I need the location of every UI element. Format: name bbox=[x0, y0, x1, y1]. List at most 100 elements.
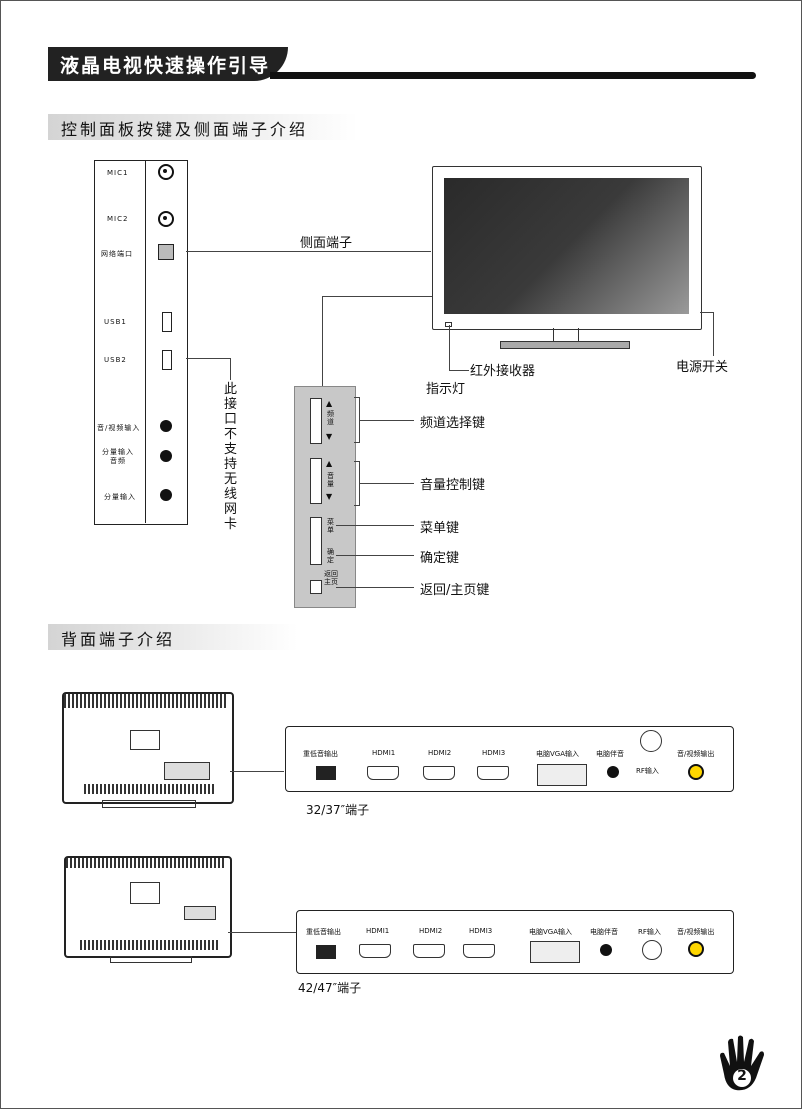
back-home-button[interactable] bbox=[310, 580, 322, 594]
menu-ok-button[interactable] bbox=[310, 517, 322, 565]
hdmi1-42-port-icon bbox=[359, 944, 391, 958]
hdmi3-42-port-icon bbox=[463, 944, 495, 958]
label-sub-out: 重低音输出 bbox=[303, 750, 338, 758]
rear-tv-42-vents-bottom bbox=[80, 940, 220, 950]
label-vga-42: 电脑VGA输入 bbox=[529, 928, 573, 936]
label-ok: 确定 bbox=[327, 548, 334, 564]
section-title: 控制面板按键及侧面端子介绍 bbox=[61, 120, 309, 139]
ethernet-port-icon bbox=[158, 244, 174, 260]
back-leader bbox=[336, 587, 414, 588]
ch-brace-top bbox=[354, 397, 360, 398]
tv-stand-neck bbox=[553, 328, 579, 342]
rear-tv-42-mount bbox=[130, 882, 160, 904]
pc-audio-jack bbox=[607, 766, 619, 778]
channel-up-icon: ▲ bbox=[326, 399, 333, 408]
panel-link-vert bbox=[322, 296, 323, 386]
label-menu: 菜单 bbox=[327, 518, 334, 534]
ir-sensor-icon bbox=[445, 322, 452, 327]
menu-leader bbox=[336, 525, 414, 526]
label-hdmi3: HDMI3 bbox=[482, 749, 506, 757]
usb1-port-icon bbox=[162, 312, 172, 332]
label-pc-audio-42: 电脑伴音 bbox=[590, 928, 618, 936]
power-line-h bbox=[700, 312, 713, 313]
caption-42: 42/47″端子 bbox=[298, 981, 362, 995]
volume-down-icon: ▼ bbox=[326, 492, 333, 501]
label-component-audio: 分量输入 音频 bbox=[102, 448, 134, 465]
rear-tv-32-stand bbox=[102, 800, 196, 808]
label-component-in: 分量输入 bbox=[104, 493, 136, 501]
ok-leader bbox=[336, 555, 414, 556]
vga-port-icon bbox=[537, 764, 587, 786]
section-control-panel: 控制面板按键及侧面端子介绍 bbox=[48, 114, 358, 140]
label-hdmi1: HDMI1 bbox=[372, 749, 396, 757]
side-terminal-line bbox=[186, 251, 431, 252]
label-av-out-42: 音/视频输出 bbox=[677, 928, 715, 936]
tv-stand-base bbox=[500, 341, 630, 349]
label-av-in: 音/视频输入 bbox=[97, 424, 141, 432]
rear-42-leader bbox=[228, 932, 296, 933]
component-audio-jack bbox=[160, 450, 172, 462]
label-pc-audio: 电脑伴音 bbox=[596, 750, 624, 758]
label-mic1: MIC1 bbox=[107, 169, 129, 177]
hdmi3-port-icon bbox=[477, 766, 509, 780]
panel-link-line bbox=[322, 296, 432, 297]
rear-tv-42-stand bbox=[110, 956, 192, 963]
label-channel-key: 频道选择键 bbox=[420, 416, 486, 431]
section-rear: 背面端子介绍 bbox=[48, 624, 298, 650]
rear-tv-42-port-area bbox=[184, 906, 216, 920]
label-channel: 频道 bbox=[327, 410, 334, 426]
label-hdmi2-42: HDMI2 bbox=[419, 927, 443, 935]
vga-42-port-icon bbox=[530, 941, 580, 963]
usb2-port-icon bbox=[162, 350, 172, 370]
av-in-jack bbox=[160, 420, 172, 432]
label-av-out: 音/视频输出 bbox=[677, 750, 715, 758]
label-indicator: 指示灯 bbox=[426, 382, 466, 397]
volume-button[interactable] bbox=[310, 458, 322, 504]
rf-42-port-icon bbox=[642, 940, 662, 960]
label-volume-key: 音量控制键 bbox=[420, 478, 486, 493]
tv-front-bezel bbox=[432, 166, 702, 330]
mic2-jack bbox=[158, 211, 174, 227]
header-rule bbox=[270, 72, 756, 79]
label-rf-42: RF输入 bbox=[638, 928, 661, 936]
volume-up-icon: ▲ bbox=[326, 459, 333, 468]
label-hdmi3-42: HDMI3 bbox=[469, 927, 493, 935]
label-ir-receiver: 红外接收器 bbox=[470, 364, 536, 379]
rear-tv-32-vents-bottom bbox=[84, 784, 214, 794]
rf-port-icon bbox=[640, 730, 662, 752]
label-network: 网络端口 bbox=[101, 250, 133, 258]
av-out-jack bbox=[688, 764, 704, 780]
vol-brace bbox=[359, 461, 360, 505]
label-usb2: USB2 bbox=[104, 356, 127, 364]
sub-out-port-icon bbox=[316, 766, 336, 780]
rear-32-leader bbox=[230, 771, 284, 772]
label-no-wireless: 此接口不支持无线网卡 bbox=[224, 382, 238, 532]
terminal-strip-32 bbox=[285, 726, 734, 792]
label-power-switch: 电源开关 bbox=[676, 360, 729, 375]
vol-leader bbox=[360, 483, 414, 484]
ir-line bbox=[449, 325, 450, 370]
channel-down-icon: ▼ bbox=[326, 432, 333, 441]
channel-button[interactable] bbox=[310, 398, 322, 444]
label-hdmi2: HDMI2 bbox=[428, 749, 452, 757]
hdmi2-port-icon bbox=[423, 766, 455, 780]
label-rf: RF输入 bbox=[636, 767, 659, 775]
rear-tv-32-port-area bbox=[164, 762, 210, 780]
label-menu-key: 菜单键 bbox=[420, 521, 460, 536]
ir-line-h bbox=[449, 370, 469, 371]
label-usb1: USB1 bbox=[104, 318, 127, 326]
ch-brace-bottom bbox=[354, 442, 360, 443]
caption-32: 32/37″端子 bbox=[306, 803, 370, 817]
label-volume: 音量 bbox=[327, 472, 334, 488]
usb2-line bbox=[186, 358, 231, 359]
rear-tv-42-vents-top bbox=[66, 858, 226, 868]
page-title: 液晶电视快速操作引导 bbox=[60, 55, 271, 77]
vol-brace-bottom bbox=[354, 505, 360, 506]
hdmi1-port-icon bbox=[367, 766, 399, 780]
usb2-line-vert bbox=[230, 358, 231, 380]
ch-leader bbox=[360, 420, 414, 421]
label-ok-key: 确定键 bbox=[420, 551, 460, 566]
label-vga: 电脑VGA输入 bbox=[536, 750, 580, 758]
mic1-jack bbox=[158, 164, 174, 180]
